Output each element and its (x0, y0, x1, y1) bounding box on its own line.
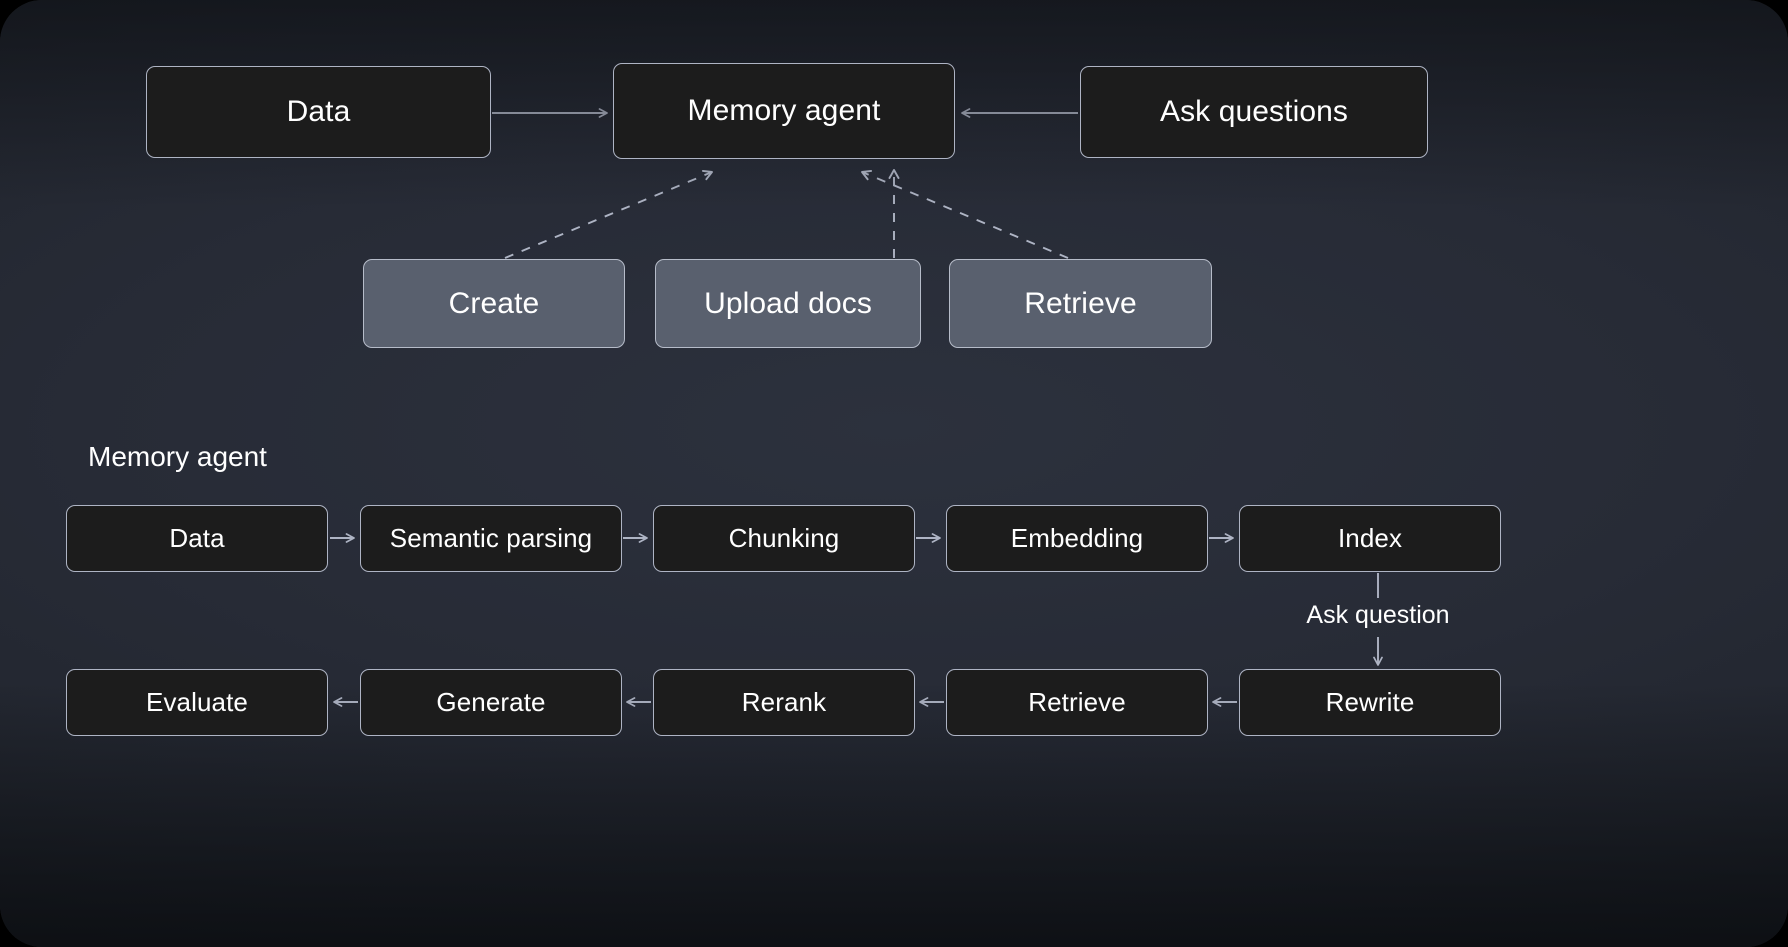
node-label: Generate (436, 687, 546, 717)
node-pipeline-rewrite[interactable]: Rewrite (1239, 669, 1501, 736)
section-title-memory-agent: Memory agent (88, 441, 267, 472)
node-label: Index (1337, 523, 1403, 553)
node-pipeline-index[interactable]: Index (1239, 505, 1501, 572)
node-label: Ask questions (1159, 95, 1349, 128)
connector-retrieve-to-memory-agent (861, 169, 1069, 259)
node-pipeline-generate[interactable]: Generate (360, 669, 622, 736)
node-pipeline-semantic-parsing[interactable]: Semantic parsing (360, 505, 622, 572)
node-label: Semantic parsing (389, 523, 593, 553)
connector-create-to-memory-agent (504, 169, 713, 259)
node-pipeline-retrieve[interactable]: Retrieve (946, 669, 1208, 736)
edge-label-ask-question: Ask question (1306, 601, 1450, 629)
node-ask-questions[interactable]: Ask questions (1080, 66, 1428, 158)
node-label: Data (286, 95, 351, 128)
node-memory-agent[interactable]: Memory agent (613, 63, 955, 159)
node-upload-docs[interactable]: Upload docs (655, 259, 921, 348)
node-pipeline-evaluate[interactable]: Evaluate (66, 669, 328, 736)
node-label: Retrieve (1028, 687, 1126, 717)
node-label: Retrieve (1024, 286, 1137, 320)
node-label: Upload docs (704, 286, 872, 320)
node-pipeline-rerank[interactable]: Rerank (653, 669, 915, 736)
node-pipeline-embedding[interactable]: Embedding (946, 505, 1208, 572)
node-label: Chunking (728, 523, 840, 553)
node-label: Data (169, 523, 225, 553)
node-label: Rerank (741, 687, 827, 717)
node-pipeline-chunking[interactable]: Chunking (653, 505, 915, 572)
node-label: Memory agent (687, 94, 881, 127)
node-label: Evaluate (146, 687, 248, 717)
node-create[interactable]: Create (363, 259, 625, 348)
node-data[interactable]: Data (146, 66, 491, 158)
node-label: Create (448, 286, 540, 320)
node-label: Embedding (1010, 523, 1144, 553)
node-label: Rewrite (1325, 687, 1415, 717)
node-retrieve[interactable]: Retrieve (949, 259, 1212, 348)
node-pipeline-data[interactable]: Data (66, 505, 328, 572)
